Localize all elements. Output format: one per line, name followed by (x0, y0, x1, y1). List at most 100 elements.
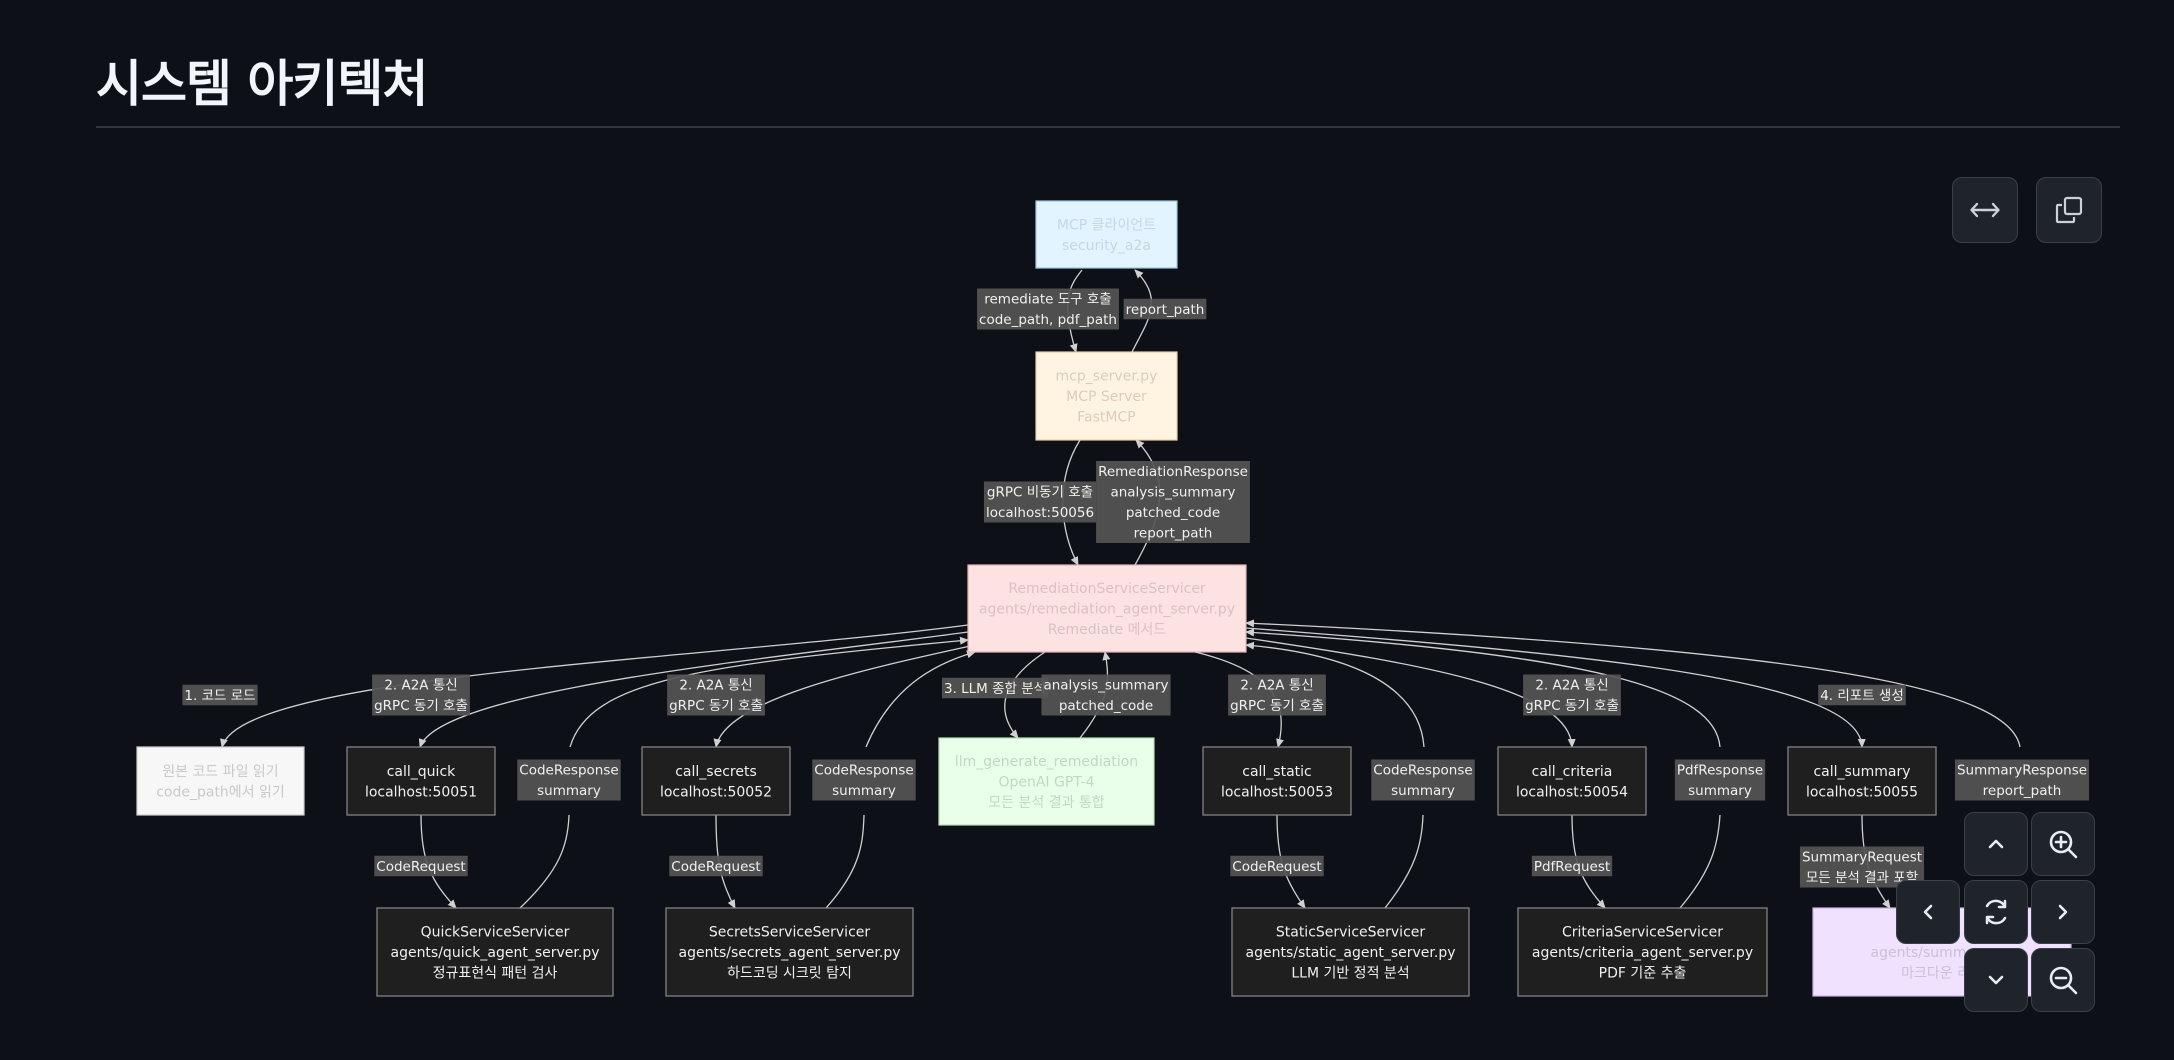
edge-label-text: patched_code (1059, 698, 1153, 714)
edge-label-report-path: report_path (1123, 298, 1207, 320)
pan-right-button[interactable] (2031, 880, 2095, 944)
node-text-line: mcp_server.py (1056, 369, 1158, 385)
node-text-line: agents/static_agent_server.py (1246, 945, 1456, 961)
edge-label-bg (977, 288, 1119, 330)
node-box (1035, 200, 1178, 269)
node-box (346, 746, 496, 816)
node-box (1517, 907, 1768, 997)
edge-remediation-to-call-summary (1245, 627, 1866, 748)
copy-button[interactable] (2036, 177, 2102, 243)
zoom-in-button[interactable] (2031, 812, 2095, 876)
zoom-out-button[interactable] (2031, 948, 2095, 1012)
edge-quick-resp-to-remediation (569, 636, 969, 748)
edge-label-bg (1818, 684, 1906, 706)
edge-label-bg (1523, 674, 1621, 716)
node-text-line: 마크다운 리포 (1901, 966, 1983, 982)
edge-label-text: 2. A2A 통신 (679, 678, 752, 694)
edge-label-bg (1041, 674, 1171, 716)
node-text-line: OpenAI GPT-4 (998, 775, 1094, 791)
node-text-line: llm_generate_remediation (955, 754, 1138, 770)
node-text-line: QuickServiceServicer (421, 925, 570, 941)
edge-label-text: 모든 분석 결과 포함 (1806, 870, 1918, 886)
node-secrets-svc: SecretsServiceServiceragents/secrets_age… (665, 907, 914, 997)
edge-label-load-code: 1. 코드 로드 (182, 684, 258, 706)
edge-label-bg (941, 677, 1049, 699)
node-box (665, 907, 914, 997)
edge-label-criteria-resp: PdfResponse summary (1674, 759, 1766, 801)
node-text-line: call_quick (387, 764, 456, 780)
edge-label-a2a-secrets: 2. A2A 통신 gRPC 동기 호출 (667, 674, 765, 716)
edge-remediation-to-read-code (220, 624, 969, 748)
edge-label-text: gRPC 동기 호출 (669, 698, 763, 714)
edge-label-text: SummaryRequest (1802, 850, 1922, 866)
edge-static-svc-to-call-static (1384, 814, 1424, 909)
edge-label-text: report_path (1983, 783, 2062, 799)
edge-label-secrets-req: CodeRequest (669, 855, 763, 877)
edge-secrets-resp-to-remediation (865, 650, 976, 748)
node-call-summary: call_summary localhost:50055 (1787, 746, 1937, 816)
node-text-line: RemediationServiceServicer (1008, 581, 1206, 597)
pan-up-button[interactable] (1964, 812, 2028, 876)
edge-label-text: 2. A2A 통신 (384, 678, 457, 694)
node-text-line: 하드코딩 시크릿 탐지 (727, 966, 852, 982)
edge-label-text: CodeRequest (1232, 859, 1321, 875)
edge-label-text: 2. A2A 통신 (1240, 678, 1313, 694)
node-text-line: FastMCP (1077, 410, 1135, 426)
node-text-line: localhost:50051 (365, 784, 477, 800)
node-text-line: localhost:50055 (1806, 784, 1918, 800)
edge-label-bg (1371, 759, 1475, 801)
edge-label-text: CodeResponse (519, 763, 618, 779)
node-box (1231, 907, 1470, 997)
edge-label-text: CodeRequest (671, 859, 760, 875)
edge-label-bg (669, 855, 763, 877)
refresh-icon (1985, 899, 2007, 925)
edge-label-text: summary (832, 783, 896, 799)
edge-label-bg (1096, 461, 1250, 543)
node-static-svc: StaticServiceServiceragents/static_agent… (1231, 907, 1470, 997)
node-text-line: call_criteria (1532, 764, 1613, 780)
edge-label-report-gen: 4. 리포트 생성 (1818, 684, 1906, 706)
pan-down-button[interactable] (1964, 948, 2028, 1012)
edge-label-text: gRPC 동기 호출 (374, 698, 468, 714)
edge-label-text: 2. A2A 통신 (1535, 678, 1608, 694)
zoom-in-icon (2049, 830, 2078, 859)
edge-secrets-svc-to-call-secrets (825, 814, 865, 909)
edge-label-text: gRPC 비동기 호출 (987, 485, 1093, 501)
edge-label-text: analysis_summary (1043, 678, 1168, 694)
node-box (938, 737, 1155, 826)
edge-label-llm-analysis: 3. LLM 종합 분석 (941, 677, 1049, 699)
edge-label-text: PdfResponse (1677, 763, 1763, 779)
node-text-line: MCP 클라이언트 (1057, 217, 1156, 233)
fit-width-button[interactable] (1952, 177, 2018, 243)
edge-label-text: 4. 리포트 생성 (1820, 688, 1904, 704)
node-text-line: agents/remediation_agent_server.py (979, 602, 1235, 618)
edge-label-bg (1531, 855, 1613, 877)
zoom-out-icon (2049, 966, 2078, 995)
reset-view-button[interactable] (1964, 880, 2028, 944)
edge-static-resp-to-remediation (1245, 641, 1425, 748)
edge-label-text: summary (1391, 783, 1455, 799)
chevron-left-icon (1923, 904, 1933, 920)
node-box (967, 564, 1247, 653)
edge-label-bg (1674, 759, 1766, 801)
node-text-line: code_path에서 읽기 (156, 784, 285, 800)
edge-label-llm-return: analysis_summary patched_code (1041, 674, 1171, 716)
pan-left-button[interactable] (1896, 880, 1960, 944)
node-text-line: call_summary (1813, 764, 1910, 780)
edge-label-text: summary (1688, 783, 1752, 799)
edge-criteria-svc-to-call-criteria (1679, 814, 1721, 909)
edge-label-a2a-quick: 2. A2A 통신 gRPC 동기 호출 (372, 674, 470, 716)
edge-quick-svc-to-call-quick (519, 814, 570, 909)
edge-label-text: remediate 도구 호출 (984, 292, 1111, 308)
edge-label-text: CodeRequest (376, 859, 465, 875)
node-text-line: CriteriaServiceServicer (1562, 925, 1723, 941)
